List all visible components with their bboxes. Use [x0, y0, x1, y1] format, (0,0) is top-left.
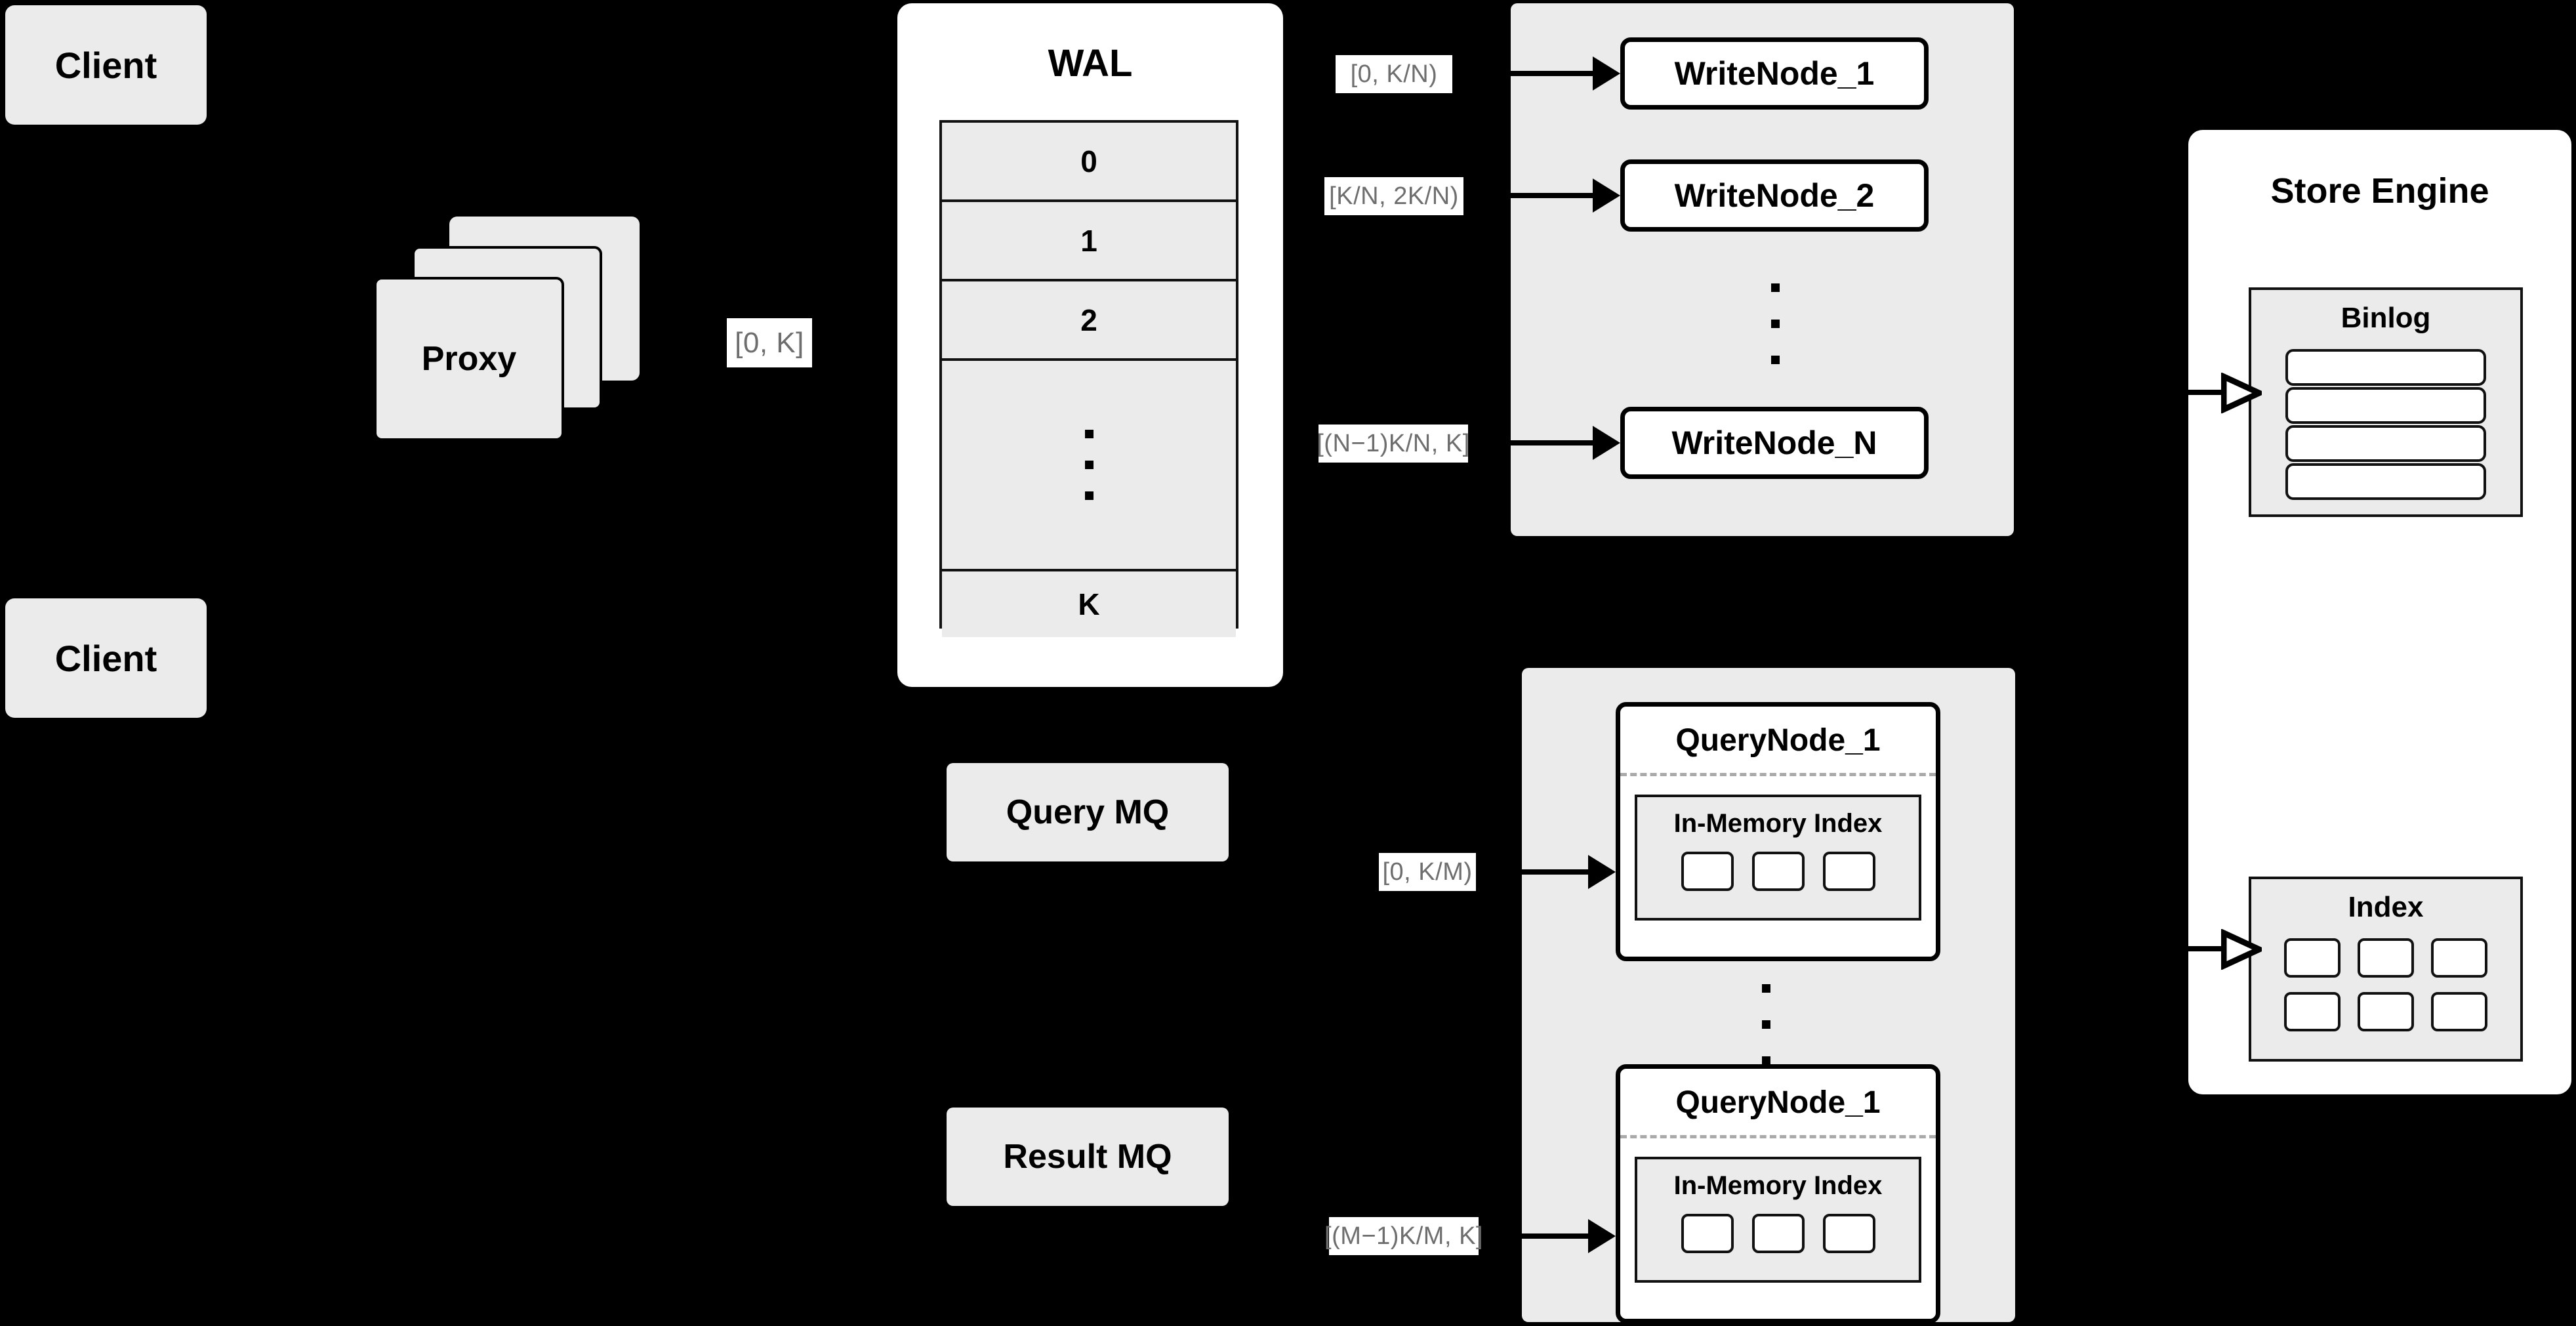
write-node-2-arrow-head	[1593, 178, 1620, 213]
write-node-n-range-chip: [(N−1)K/N, K]	[1317, 425, 1469, 463]
index-segment[interactable]	[1822, 852, 1875, 891]
result-mq-label: Result MQ	[1003, 1138, 1172, 1176]
wal-entry-row[interactable]: 2	[942, 281, 1236, 361]
query-node-1-arrow-line	[1522, 869, 1603, 875]
proxy-label: Proxy	[421, 340, 517, 378]
write-node-1[interactable]: WriteNode_1	[1620, 37, 1929, 110]
index-segment[interactable]	[1751, 852, 1805, 891]
write-node-2[interactable]: WriteNode_2	[1620, 159, 1929, 232]
wal-entry-row[interactable]: K	[942, 571, 1236, 637]
wal-title: WAL	[1048, 42, 1133, 85]
binlog-title: Binlog	[2341, 302, 2431, 334]
index-title: Index	[2348, 891, 2424, 923]
index-segment[interactable]	[1751, 1214, 1805, 1253]
wal-entry-row[interactable]: 0	[942, 123, 1236, 202]
query-node-1[interactable]: QueryNode_1 In-Memory Index	[1616, 702, 1940, 961]
in-memory-index-1: In-Memory Index	[1635, 795, 1921, 921]
query-node-n[interactable]: QueryNode_1 In-Memory Index	[1616, 1064, 1940, 1323]
in-memory-index-title: In-Memory Index	[1673, 809, 1883, 838]
vertical-ellipsis-icon	[1084, 430, 1094, 500]
write-node-2-arrow-line	[1511, 193, 1595, 198]
binlog-arrow-head-open-icon	[2221, 373, 2262, 413]
binlog-box: Binlog	[2249, 287, 2523, 517]
index-cell[interactable]	[2358, 992, 2414, 1031]
index-segment[interactable]	[1681, 1214, 1734, 1253]
write-node-n-arrow-line	[1511, 440, 1595, 445]
wal-panel: WAL 0 1 2 K	[897, 3, 1283, 687]
binlog-row[interactable]	[2285, 425, 2486, 462]
wal-entry-table: 0 1 2 K	[939, 120, 1238, 637]
index-arrow-line	[2188, 946, 2226, 951]
index-cell[interactable]	[2284, 992, 2341, 1031]
index-cell[interactable]	[2284, 938, 2341, 978]
index-cell[interactable]	[2431, 992, 2487, 1031]
binlog-row[interactable]	[2285, 463, 2486, 500]
binlog-arrow-line	[2188, 390, 2226, 395]
write-node-ellipsis-icon	[1771, 283, 1780, 364]
write-node-n-arrow-head	[1593, 426, 1620, 460]
index-arrow-head-open-icon	[2221, 929, 2262, 970]
query-mq-label: Query MQ	[1006, 793, 1170, 831]
wal-entry-row[interactable]: 1	[942, 202, 1236, 281]
query-node-n-arrow-head	[1588, 1219, 1616, 1253]
proxy-stack[interactable]: Proxy	[374, 217, 649, 441]
index-cell[interactable]	[2431, 938, 2487, 978]
client-label: Client	[54, 44, 157, 86]
binlog-row[interactable]	[2285, 349, 2486, 386]
write-node-n[interactable]: WriteNode_N	[1620, 407, 1929, 479]
write-node-1-arrow-head	[1593, 56, 1620, 91]
index-cell[interactable]	[2358, 938, 2414, 978]
client-box-1[interactable]: Client	[5, 5, 207, 125]
query-node-1-range-chip: [0, K/M)	[1379, 853, 1476, 891]
proxy-range-chip: [0, K]	[727, 318, 812, 367]
index-segment[interactable]	[1681, 852, 1734, 891]
wal-entry-ellipsis-row	[942, 361, 1236, 571]
client-label: Client	[54, 637, 157, 679]
write-node-1-arrow-line	[1511, 71, 1595, 76]
query-node-1-arrow-head	[1588, 855, 1616, 889]
query-node-ellipsis-icon	[1762, 984, 1770, 1065]
index-segment[interactable]	[1822, 1214, 1875, 1253]
index-box: Index	[2249, 877, 2523, 1062]
store-engine-title: Store Engine	[2270, 171, 2489, 211]
write-node-1-range-chip: [0, K/N)	[1336, 55, 1452, 93]
in-memory-index-title: In-Memory Index	[1673, 1171, 1883, 1200]
query-node-1-divider	[1620, 773, 1936, 776]
query-node-n-range-chip: [(M−1)K/M, K]	[1324, 1217, 1482, 1255]
in-memory-index-n: In-Memory Index	[1635, 1157, 1921, 1283]
store-engine-panel: Store Engine Binlog Index	[2188, 130, 2571, 1094]
proxy-card-front[interactable]: Proxy	[374, 277, 564, 441]
write-node-2-range-chip: [K/N, 2K/N)	[1324, 177, 1463, 215]
client-box-2[interactable]: Client	[5, 598, 207, 718]
query-node-n-title: QueryNode_1	[1675, 1085, 1881, 1120]
query-node-n-arrow-line	[1522, 1233, 1603, 1239]
proxy-range-label: [0, K]	[735, 326, 804, 359]
binlog-row[interactable]	[2285, 387, 2486, 424]
query-node-n-divider	[1620, 1135, 1936, 1138]
query-node-1-title: QueryNode_1	[1675, 723, 1881, 758]
result-mq-box[interactable]: Result MQ	[947, 1108, 1229, 1206]
query-mq-box[interactable]: Query MQ	[947, 763, 1229, 861]
